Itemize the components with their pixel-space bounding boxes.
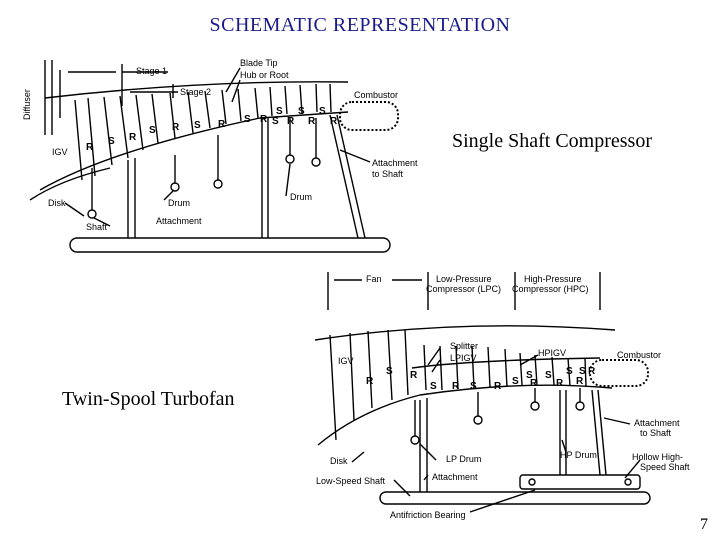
lpigv-label: LPIGV	[450, 353, 477, 363]
blade-letter: R	[260, 114, 268, 125]
blade-letter: R	[410, 370, 418, 381]
single-shaft-blade-letters: R S R S R S R S R S R S R S R S	[86, 106, 338, 153]
twin-spool-blade-letters: R S R S R S R S R S R S R S R S	[366, 366, 596, 392]
fan-label: Fan	[366, 274, 382, 284]
hpc-label-1: High-Pressure	[524, 274, 582, 284]
blade-letter: R	[366, 376, 374, 387]
blade-letter: S	[319, 106, 326, 117]
blade-letter: S	[298, 106, 305, 117]
hollow-shaft-label-1: Hollow High-	[632, 452, 683, 462]
disk-label-1: Disk	[48, 198, 66, 208]
blade-letter: R	[129, 132, 137, 143]
blade-letter: S	[430, 381, 437, 392]
hp-drum-label: HP Drum	[560, 450, 597, 460]
twin-spool-caption: Twin-Spool Turbofan	[62, 388, 235, 410]
low-speed-shaft-label: Low-Speed Shaft	[316, 476, 386, 486]
blade-letter: R	[308, 116, 316, 127]
stage2-label: Stage 2	[180, 87, 211, 97]
page-number: 7	[700, 516, 708, 533]
drum-label-a: Drum	[168, 198, 190, 208]
stage1-label: Stage 1	[136, 66, 167, 76]
disk-label-2: Disk	[330, 456, 348, 466]
blade-letter: S	[526, 370, 533, 381]
blade-letter: S	[386, 366, 393, 377]
attachment-label-2: Attachment	[432, 472, 478, 482]
blade-letter: R	[494, 381, 502, 392]
blade-letter: R	[588, 366, 596, 377]
igv-label-2: IGV	[338, 356, 354, 366]
page-title: SCHEMATIC REPRESENTATION	[209, 14, 511, 36]
blade-letter: S	[276, 106, 283, 117]
blade-letter: S	[545, 370, 552, 381]
lpc-label-2: Compressor (LPC)	[426, 284, 501, 294]
hpc-label-2: Compressor (HPC)	[512, 284, 589, 294]
blade-letter: R	[172, 122, 180, 133]
blade-letter: R	[287, 116, 295, 127]
blade-letter: S	[512, 376, 519, 387]
single-shaft-diagram	[29, 60, 399, 253]
twin-spool-diagram	[314, 272, 651, 513]
igv-label-1: IGV	[52, 147, 68, 157]
blade-letter: R	[530, 378, 538, 389]
blade-letter: S	[149, 125, 156, 136]
hpigv-label: HPIGV	[538, 348, 566, 358]
hollow-shaft-label-2: Speed Shaft	[640, 462, 690, 472]
blade-letter: R	[452, 381, 460, 392]
lp-drum-label: LP Drum	[446, 454, 481, 464]
lpc-label-1: Low-Pressure	[436, 274, 492, 284]
blade-letter: S	[108, 136, 115, 147]
blade-letter: R	[86, 142, 94, 153]
splitter-label: Splitter	[450, 341, 478, 351]
blade-letter: S	[470, 381, 477, 392]
blade-letter: R	[330, 116, 338, 127]
blade-letter: S	[566, 366, 573, 377]
attach-shaft-label-2a: Attachment	[634, 418, 680, 428]
blade-letter: R	[576, 376, 584, 387]
blade-letter: S	[579, 366, 586, 377]
blade-letter: S	[194, 120, 201, 131]
shaft-label-1: Shaft	[86, 222, 108, 232]
attachment-to-shaft-label-1a: Attachment	[372, 158, 418, 168]
blade-letter: S	[272, 116, 279, 127]
bearing-label: Antifriction Bearing	[390, 510, 466, 520]
combustor-label-2: Combustor	[617, 350, 661, 360]
blade-letter: R	[218, 119, 226, 130]
blade-letter: R	[556, 378, 564, 389]
attachment-label-1: Attachment	[156, 216, 202, 226]
attach-shaft-label-2b: to Shaft	[640, 428, 672, 438]
combustor-label-1: Combustor	[354, 90, 398, 100]
blade-tip-label: Blade Tip	[240, 58, 278, 68]
diffuser-label: Diffuser	[22, 89, 32, 120]
single-shaft-caption: Single Shaft Compressor	[452, 130, 652, 152]
attachment-to-shaft-label-1b: to Shaft	[372, 169, 404, 179]
blade-letter: S	[244, 114, 251, 125]
drum-label-b: Drum	[290, 192, 312, 202]
hub-or-root-label: Hub or Root	[240, 70, 289, 80]
